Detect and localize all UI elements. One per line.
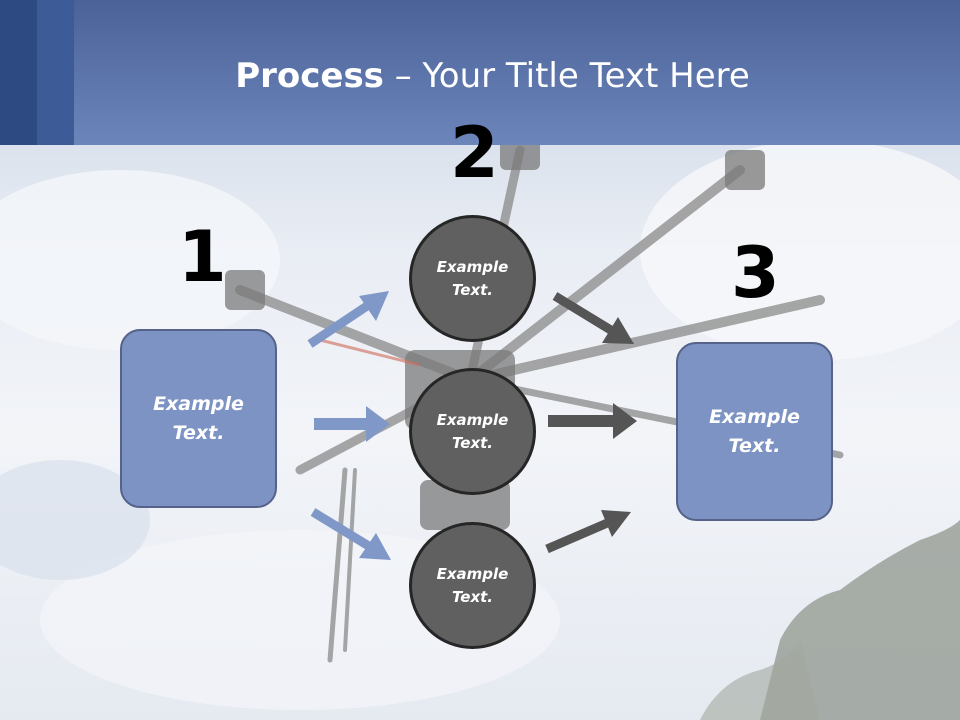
title-rest: – Your Title Text Here [383,56,750,96]
header-bar [0,0,960,145]
circle-bottom-line2: Text. [451,587,493,606]
blue-arrow-up [307,291,389,348]
dark-arrow-right [548,403,637,439]
right-box-line1: Example [709,405,800,428]
circle-top-line2: Text. [451,280,493,299]
dark-arrow-down [552,292,634,344]
left-box-line1: Example [153,392,244,415]
blue-arrow-down [310,508,391,560]
right-box-line2: Text. [728,434,781,457]
title-bold: Process [235,56,384,96]
step-number-3: 3 [731,232,780,314]
left-box-line2: Text. [172,421,225,444]
dark-arrow-up [545,510,631,554]
header-accent-strip [37,0,74,145]
circle-bottom-line1: Example [436,564,509,583]
header-accent-strip [0,0,37,145]
right-text-box: Example Text. [676,342,833,521]
circle-node-bottom: Example Text. [409,522,536,649]
circle-middle-line1: Example [436,410,509,429]
circle-top-line1: Example [436,257,509,276]
circle-node-top: Example Text. [409,215,536,342]
circle-node-middle: Example Text. [409,368,536,495]
step-number-1: 1 [178,216,227,298]
circle-middle-line2: Text. [451,433,493,452]
blue-arrow-right [314,406,390,442]
step-number-2: 2 [450,112,499,194]
slide-title: Process – Your Title Text Here [0,54,960,98]
left-text-box: Example Text. [120,329,277,508]
